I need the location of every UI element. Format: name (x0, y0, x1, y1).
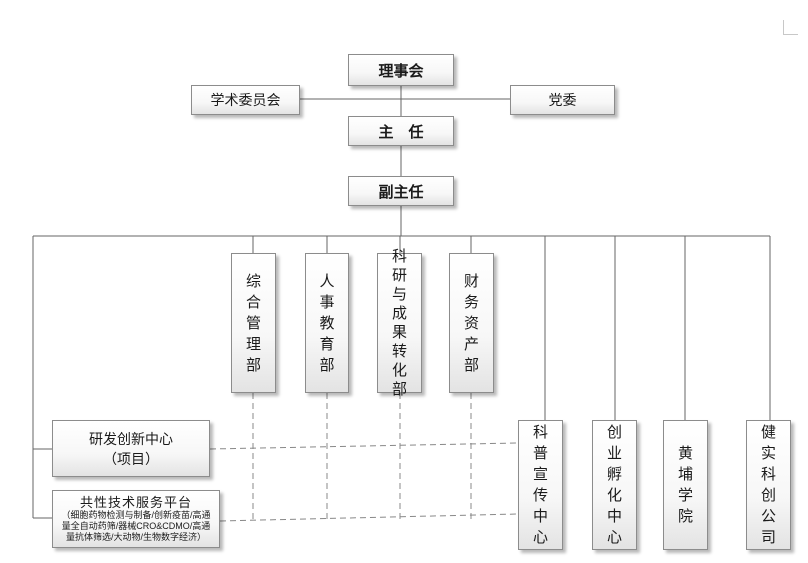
party-committee-box: 党委 (510, 85, 615, 115)
department-box-research-transfer: 科研与成果转化部 (377, 248, 422, 398)
page-corner-mark (783, 20, 798, 35)
department-label: 综合管理部 (245, 272, 261, 374)
rd-center-line2: （项目） (103, 450, 159, 467)
department-box-finance-assets: 财务资产部 (449, 253, 494, 393)
unit-box-incubation: 创业孵化中心 (592, 420, 637, 550)
unit-label: 健实科创公司 (760, 424, 776, 546)
department-label: 人事教育部 (319, 272, 335, 374)
unit-box-jianshi-company: 健实科创公司 (746, 420, 791, 550)
board-box: 理事会 (348, 54, 454, 86)
platform-detail: （细胞药物检测与制备/创新疫苗/高通量全自动药筛/器械CRO&CDMO/高通量抗… (61, 510, 211, 542)
unit-label: 科普宣传中心 (532, 424, 548, 546)
platform-title: 共性技术服务平台 (79, 495, 192, 510)
academic-committee-box: 学术委员会 (191, 85, 300, 115)
department-label: 财务资产部 (463, 272, 479, 374)
unit-label: 创业孵化中心 (606, 424, 622, 546)
platform-box: 共性技术服务平台 （细胞药物检测与制备/创新疫苗/高通量全自动药筛/器械CRO&… (52, 490, 220, 548)
rd-center-box: 研发创新中心 （项目） (52, 420, 210, 477)
unit-box-huangpu-college: 黄埔学院 (663, 420, 708, 550)
unit-label: 黄埔学院 (677, 445, 693, 525)
director-box: 主 任 (348, 116, 454, 146)
rd-center-line1: 研发创新中心 (89, 430, 173, 447)
department-label: 科研与成果转化部 (391, 248, 407, 398)
deputy-director-box: 副主任 (348, 176, 454, 206)
department-box-general-management: 综合管理部 (231, 253, 276, 393)
department-box-hr-education: 人事教育部 (305, 253, 349, 393)
unit-box-science-popularization: 科普宣传中心 (518, 420, 563, 550)
